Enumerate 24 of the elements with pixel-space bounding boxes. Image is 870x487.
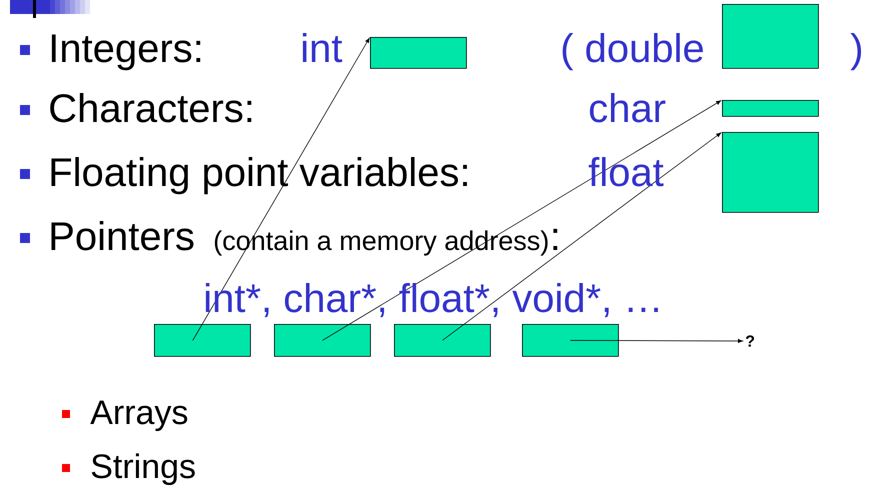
memory-cell [522, 324, 619, 357]
memory-cell [722, 100, 819, 117]
type-name: char [590, 93, 666, 122]
memory-cell [154, 324, 251, 357]
list-item-text: Pointers [52, 221, 194, 250]
memory-cell [274, 324, 371, 357]
list-item-text: Integers: [52, 34, 200, 70]
memory-cell [722, 4, 819, 69]
memory-cell [394, 324, 491, 357]
list-item-text: Floating point variables: [52, 157, 467, 194]
arrow [570, 338, 743, 343]
type-name: ) [850, 33, 862, 70]
list-item-text: : [553, 228, 558, 250]
list-item-text: Characters: [50, 93, 252, 122]
question-mark: ? [746, 335, 754, 347]
memory-cell [722, 132, 819, 213]
arrow [322, 100, 722, 341]
arrow [442, 132, 722, 341]
list-item-text: Strings [92, 453, 195, 486]
list-item-text: Arrays [90, 400, 188, 432]
arrow [192, 38, 370, 341]
memory-cell [370, 37, 467, 69]
type-name: ( double [562, 33, 703, 70]
type-name: int [302, 33, 342, 62]
